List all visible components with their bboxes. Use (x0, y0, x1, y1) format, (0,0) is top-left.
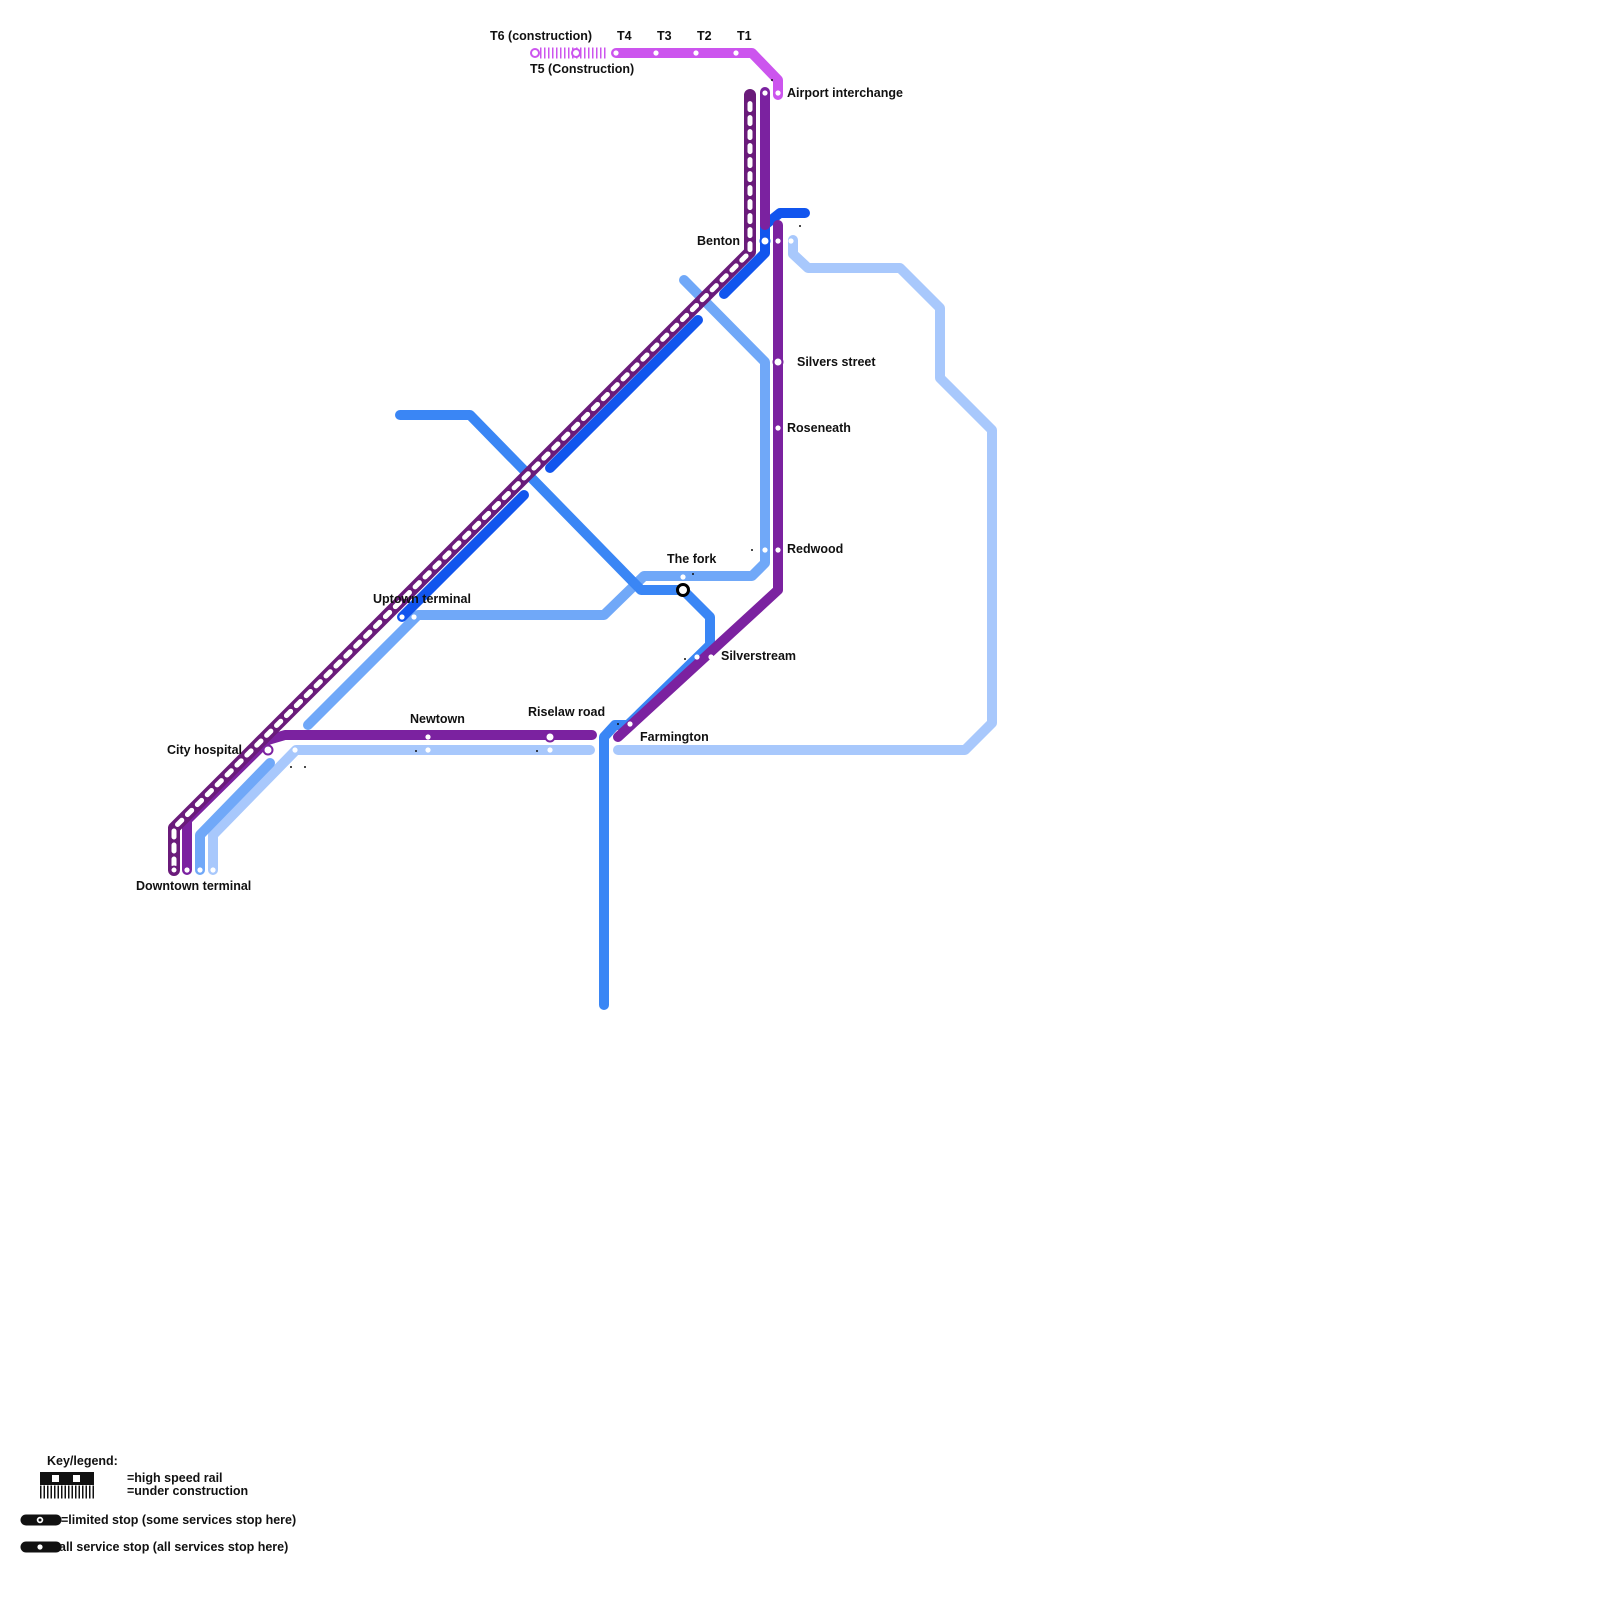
line-purple-east (613, 220, 783, 742)
stop-airport-a[interactable] (762, 90, 768, 96)
legend-all-stop-icon (37, 1544, 43, 1550)
label-riselaw-road: Riselaw road (528, 705, 605, 719)
line-high-speed-rail-dashes (171, 97, 753, 868)
label-city-hospital: City hospital (167, 743, 242, 757)
label-t6: T6 (construction) (490, 29, 592, 43)
label-silverstream: Silverstream (721, 649, 796, 663)
label-airport-interchange: Airport interchange (787, 86, 903, 100)
label-t2: T2 (697, 29, 712, 43)
stop-t2[interactable] (693, 50, 699, 56)
line-light-blue-uptown (303, 275, 770, 730)
stop-downtown-c[interactable] (197, 867, 203, 873)
label-t1: T1 (737, 29, 752, 43)
stop-silvers-street[interactable] (772, 356, 784, 368)
stop-t4[interactable] (613, 50, 619, 56)
stop-city-hospital-b[interactable] (279, 747, 285, 753)
label-redwood: Redwood (787, 542, 843, 556)
label-the-fork: The fork (667, 552, 716, 566)
stop-the-fork-interchange[interactable] (676, 583, 690, 597)
stop-downtown-d[interactable] (210, 867, 216, 873)
line-dark-blue-a (397, 490, 529, 622)
minor-dots (290, 79, 801, 768)
stop-the-fork-top[interactable] (680, 574, 686, 580)
stop-downtown-b[interactable] (184, 867, 190, 873)
stop-redwood-a[interactable] (762, 547, 768, 553)
stop-newtown-a[interactable] (425, 734, 431, 740)
legend-hsr-swatch (40, 1472, 94, 1485)
stop-riselaw-limited[interactable] (544, 731, 556, 743)
label-t5: T5 (Construction) (530, 62, 634, 76)
stop-redwood-b[interactable] (775, 547, 781, 553)
stops (169, 48, 794, 875)
label-newtown: Newtown (410, 712, 465, 726)
stop-city-hospital-c[interactable] (292, 747, 298, 753)
stop-t1[interactable] (733, 50, 739, 56)
stop-roseneath[interactable] (775, 425, 781, 431)
line-light-blue (195, 758, 275, 875)
stop-farmington-b[interactable] (627, 734, 633, 740)
stop-t5[interactable] (571, 48, 581, 58)
stop-city-hospital-limited[interactable] (262, 744, 274, 756)
stop-t6[interactable] (530, 48, 540, 58)
stop-silverstream-b[interactable] (708, 654, 714, 660)
stop-riselaw-b[interactable] (547, 747, 553, 753)
stop-silverstream-a[interactable] (694, 654, 700, 660)
line-airport (611, 48, 783, 100)
stop-benton-b[interactable] (775, 238, 781, 244)
label-downtown-terminal: Downtown terminal (136, 879, 251, 893)
stop-newtown-b[interactable] (425, 747, 431, 753)
stop-farmington-a[interactable] (627, 721, 633, 727)
stop-benton-limited[interactable] (759, 235, 771, 247)
legend-construction-text: =under construction (127, 1484, 248, 1498)
label-roseneath: Roseneath (787, 421, 851, 435)
stop-uptown-a[interactable] (399, 614, 405, 620)
label-silvers-street: Silvers street (797, 355, 876, 369)
legend-hsr-text: =high speed rail (127, 1471, 223, 1485)
line-pale-blue (208, 745, 595, 875)
label-uptown-terminal: Uptown terminal (373, 592, 471, 606)
stop-downtown-hsr[interactable] (169, 865, 179, 875)
label-t4: T4 (617, 29, 632, 43)
legend-limited-text: =limited stop (some services stop here) (61, 1513, 296, 1527)
line-mid-blue (395, 410, 715, 1010)
stop-uptown-b[interactable] (411, 614, 417, 620)
legend-all-text: all service stop (all services stop here… (59, 1540, 288, 1554)
label-benton: Benton (697, 234, 740, 248)
legend: Key/legend: =high speed rail =under cons… (20, 1454, 296, 1554)
stop-airport-b[interactable] (775, 90, 781, 96)
line-dark-blue-b (545, 315, 703, 473)
label-t3: T3 (657, 29, 672, 43)
stop-benton-c[interactable] (788, 238, 794, 244)
legend-title: Key/legend: (47, 1454, 118, 1468)
line-pale-blue-east (613, 235, 997, 755)
label-farmington: Farmington (640, 730, 709, 744)
stop-t3[interactable] (653, 50, 659, 56)
